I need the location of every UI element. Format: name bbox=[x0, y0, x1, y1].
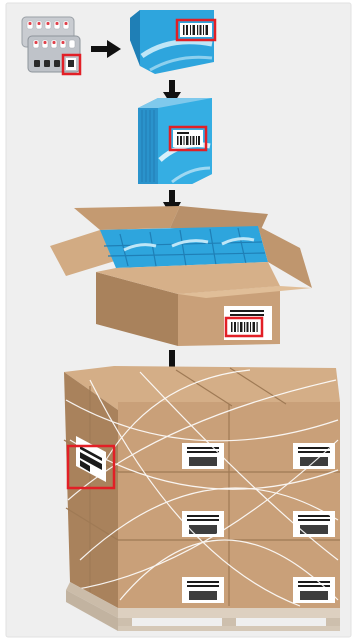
pallet bbox=[64, 366, 340, 631]
bundle bbox=[138, 98, 212, 184]
blister-pack bbox=[22, 17, 80, 74]
